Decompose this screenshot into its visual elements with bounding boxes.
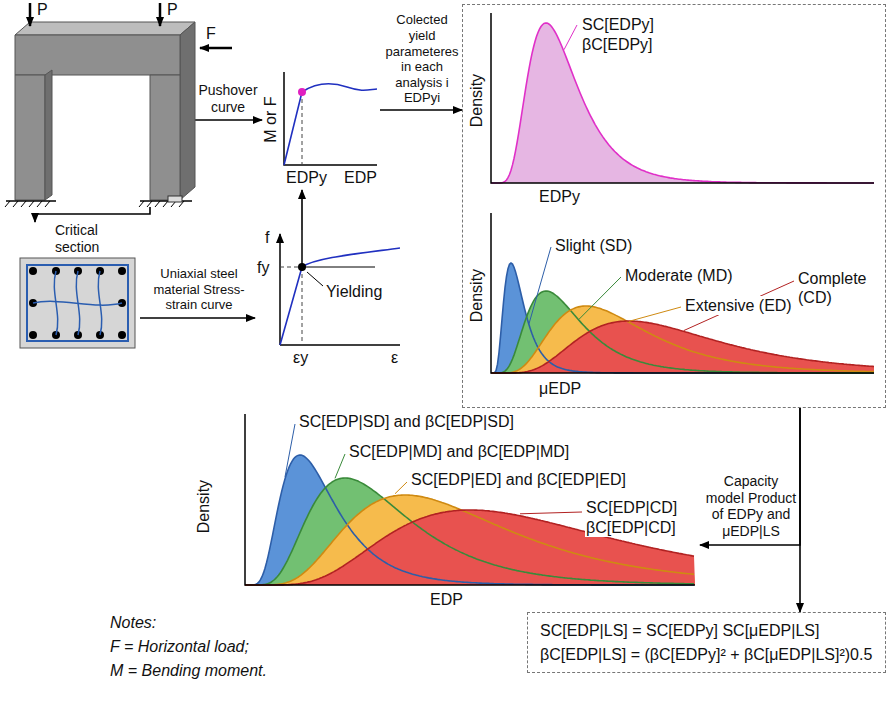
flow-arrow [301,190,303,230]
chart-label: F [206,24,216,43]
flow-arrow [380,109,462,111]
section-illustration: Critical section [15,222,140,350]
flow-arrow [195,119,262,121]
chart-label: EDPy [286,168,327,187]
flow-arrow [799,408,801,612]
chart-label: f [265,228,269,247]
chart-label: Extensive (ED) [684,296,793,315]
chart-label: EDP [344,168,377,187]
chart-label: Yielding [325,282,383,301]
chart-label: Slight (SD) [554,236,633,255]
flow-arrow [35,207,150,222]
flow-arrow [140,317,255,319]
capacity-density-chart: SC[EDP|SD] and βC[EDP|SD] SC[EDP|MD] and … [190,412,700,610]
chart-label: βC[EDP|LS] = (βC[EDPy]² + βC[μEDP|LS]²)0… [540,645,872,664]
chart-label: βC[EDP|CD] [585,518,677,537]
ductility-density-chart: Slight (SD) Moderate (MD) Extensive (ED)Co… [469,211,881,401]
flow-arrow [700,408,800,545]
note-text: F = Horizontal load; [110,638,249,656]
stress-strain-chart: f fy εy ε Yielding [255,230,400,370]
chart-label: fy [257,258,269,277]
note-text: M = Bending moment. [110,662,267,680]
formula-box: SC[EDP|LS] = SC[EDPy] SC[μEDP|LS] βC[EDP|… [527,612,886,673]
chart-label: EDPy [539,187,580,206]
axis-title: Density [467,74,486,127]
chart-label: SC[EDPy] [581,15,655,34]
yield-density-chart: SC[EDPy]βC[EDPy] DensityEDPy [469,11,881,207]
chart-label: P [37,0,48,19]
chart-label: Moderate (MD) [624,266,734,285]
chart-label: εy [293,348,308,367]
frame-illustration: PPF [0,0,195,207]
chart-label: Complete (CD) [797,269,881,307]
frame-illustration-art [0,0,195,207]
note-text: Notes: [110,614,156,632]
chart-label: EDP [430,590,463,609]
chart-label: SC[EDP|LS] = SC[EDPy] SC[μEDP|LS] [540,621,819,640]
chart-label: SC[EDP|CD] [585,498,678,517]
axis-title: M or F [260,97,279,143]
chart-label: Critical section [55,222,139,256]
arrow-label: Uniaxial steel material Stress-strain cu… [145,266,253,313]
axis-title: Density [467,269,486,322]
chart-label: βC[EDPy] [581,35,654,54]
dashed-panel: SC[EDPy]βC[EDPy]DensityEDPySlight (SD)Mo… [462,4,886,408]
yield-density-chart-art [469,11,881,207]
chart-label: SC[EDP|ED] and βC[EDP|ED] [410,470,627,489]
chart-label: μEDP [539,379,581,398]
chart-label: ε [391,348,398,367]
pushover-chart: M or F EDPy EDP [262,70,380,190]
arrow-label: Capacity model Product of EDPy and μEDP|… [704,473,798,540]
chart-label: SC[EDP|SD] and βC[EDP|SD] [298,412,515,431]
chart-label: P [167,0,178,19]
arrow-label: Pushover curve [196,82,260,116]
arrow-label: Colected yield parameteres in each analy… [383,12,461,106]
chart-label: SC[EDP|MD] and βC[EDP|MD] [348,442,570,461]
axis-title: Density [194,480,213,533]
